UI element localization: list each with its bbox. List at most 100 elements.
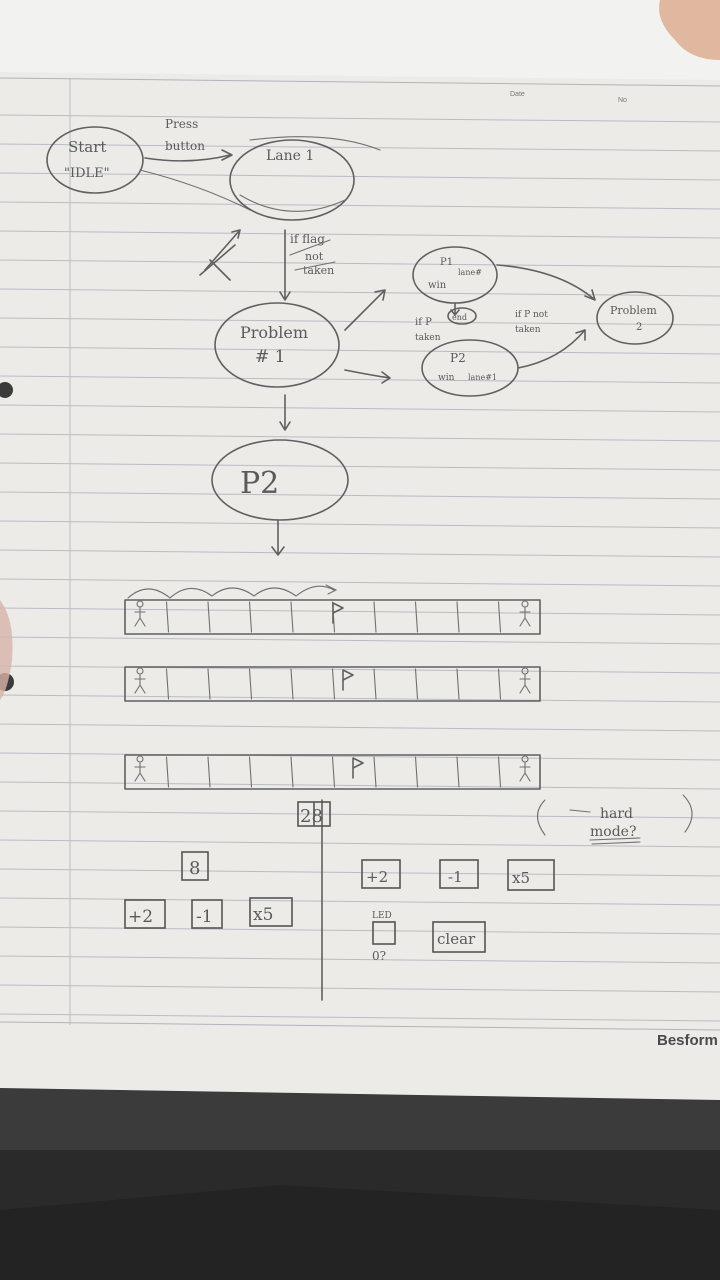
lane-cell-divider — [497, 756, 502, 788]
mode-label: mode? — [590, 824, 636, 840]
stick-figure-icon — [134, 667, 146, 694]
stick-figure-icon — [519, 600, 531, 627]
ruled-line — [0, 114, 720, 123]
flag-icon — [352, 757, 364, 779]
lane-cell-divider — [414, 601, 419, 633]
ruled-line — [0, 694, 720, 703]
ruled-line — [0, 462, 720, 471]
lane-cell-divider — [456, 668, 460, 700]
button-label: button — [165, 139, 205, 153]
lane1-label: Lane 1 — [266, 148, 314, 164]
left-times5-label: x5 — [253, 905, 273, 925]
lane-cell-divider — [165, 756, 170, 788]
lane-cell-divider — [414, 668, 419, 700]
hard-label: hard — [600, 806, 633, 822]
stick-figure-icon — [519, 755, 531, 782]
ruled-line — [0, 346, 720, 355]
start-label: Start — [68, 138, 106, 156]
left-plus2-label: +2 — [128, 907, 153, 927]
lane-cell-divider — [207, 756, 211, 788]
problem1-label: Problem — [240, 323, 308, 342]
p1-win-label: win — [428, 280, 447, 291]
stick-figure-icon — [519, 667, 531, 694]
problem1-number: # 1 — [255, 347, 285, 367]
ruled-line — [0, 404, 720, 413]
controls: 28 hard mode? 8 +2 -1 x5 +2 -1 x5 LED 0?… — [124, 794, 693, 1001]
left-value-box — [181, 851, 209, 881]
left-plus2-button[interactable] — [124, 899, 166, 929]
ruled-line — [0, 1013, 720, 1022]
lane-cell-divider — [248, 601, 253, 633]
lane-cell-divider — [373, 756, 377, 788]
lane1-node — [229, 139, 355, 221]
lane-cell-divider — [497, 668, 502, 700]
taken-label-3: taken — [515, 325, 541, 335]
ruled-line — [0, 491, 720, 500]
p2-lane-label: lane#1 — [468, 373, 497, 382]
clear-button[interactable] — [432, 921, 486, 953]
left-value: 8 — [189, 858, 200, 879]
right-plus2-button[interactable] — [361, 859, 401, 889]
problem2-number: 2 — [636, 322, 642, 333]
lane-cell-divider — [207, 668, 211, 700]
ruled-line — [0, 781, 720, 790]
ruled-line — [0, 839, 720, 848]
lane-track — [124, 599, 541, 635]
lane-cell-divider — [207, 601, 211, 633]
left-minus1-label: -1 — [196, 907, 213, 927]
led-indicator — [372, 921, 396, 945]
lane-cell-divider — [290, 668, 294, 700]
ruled-line — [0, 723, 720, 732]
start-state-node — [46, 126, 144, 194]
lane-cell-divider — [373, 668, 377, 700]
date-label: Date — [510, 91, 525, 98]
problem2-node — [596, 291, 674, 345]
led-label: LED — [372, 911, 392, 921]
lane-2 — [124, 666, 541, 702]
problem2-label: Problem — [610, 304, 657, 317]
ruled-line — [0, 317, 720, 326]
flag-icon — [342, 669, 354, 691]
clear-label: clear — [437, 930, 476, 948]
flag-icon — [332, 602, 344, 624]
ruled-line — [0, 375, 720, 384]
lane-cell-divider — [248, 756, 253, 788]
ruled-line — [0, 230, 720, 239]
ruled-line — [0, 984, 720, 993]
right-minus1-label: -1 — [448, 868, 463, 886]
ruled-line — [0, 549, 720, 558]
no-label: No — [618, 97, 627, 104]
end-label: end — [452, 313, 467, 322]
taken-label-2: taken — [415, 333, 441, 343]
lane-cell-divider — [373, 601, 377, 633]
paper-sheet — [0, 0, 720, 1100]
finger — [659, 0, 720, 60]
ruled-line — [0, 752, 720, 761]
right-times5-button[interactable] — [507, 859, 555, 891]
right-times5-label: x5 — [512, 869, 530, 887]
right-minus1-button[interactable] — [439, 859, 479, 889]
binder-hole — [0, 382, 13, 398]
ruled-line — [0, 955, 720, 964]
lane-cell-divider — [248, 668, 253, 700]
ruled-line — [0, 172, 720, 181]
right-plus2-label: +2 — [366, 868, 388, 886]
ruled-line — [0, 607, 720, 616]
flowchart: Start "IDLE" Press button Lane 1 if flag… — [46, 117, 674, 556]
p1-lane-label: lane# — [458, 268, 482, 277]
ruled-line — [0, 578, 720, 587]
left-minus1-button[interactable] — [191, 899, 223, 929]
led-sub-label: 0? — [372, 949, 386, 963]
lane-track — [124, 754, 541, 790]
lane-cell-divider — [165, 601, 170, 633]
lanes — [124, 599, 541, 790]
p2-win-title: P2 — [450, 351, 466, 365]
ruled-line — [0, 868, 720, 877]
ruled-line — [0, 259, 720, 268]
if-p-not-label: if P not — [515, 310, 548, 320]
ruled-line — [0, 926, 720, 935]
lane-cell-divider — [331, 756, 336, 788]
ruled-line — [0, 810, 720, 819]
left-times5-button[interactable] — [249, 897, 293, 927]
